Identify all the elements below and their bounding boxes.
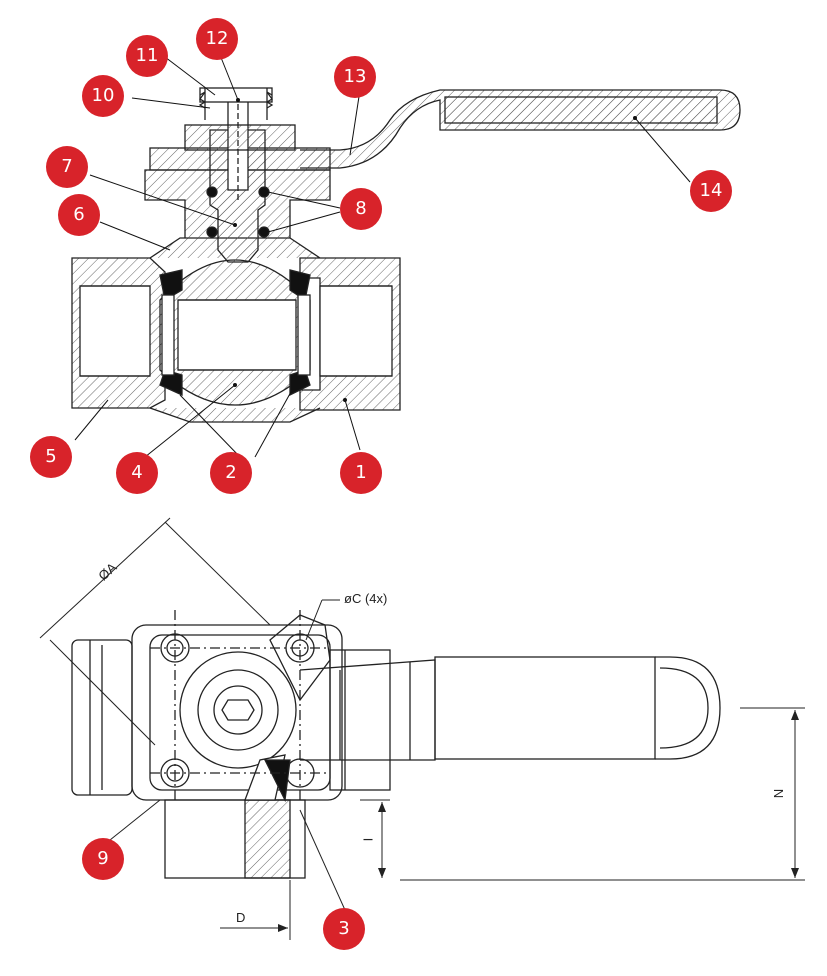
side-view	[71, 610, 721, 879]
dimension-lines	[39, 517, 805, 940]
part-bubble-6: 6	[58, 194, 100, 236]
section-view	[71, 87, 741, 423]
part-bubble-14: 14	[690, 170, 732, 212]
part-bubble-11: 11	[126, 35, 168, 77]
part-bubble-3: 3	[323, 908, 365, 950]
part-bubble-2: 2	[210, 452, 252, 494]
leader-lines-top	[74, 54, 691, 458]
part-bubble-9: 9	[82, 838, 124, 880]
dim-label-d: D	[236, 910, 246, 925]
part-bubble-13: 13	[334, 56, 376, 98]
dim-label-i: I	[360, 837, 376, 842]
part-bubble-8: 8	[340, 188, 382, 230]
dim-label-n: N	[771, 788, 787, 799]
part-bubble-1: 1	[340, 452, 382, 494]
dim-label-hole-c: øC (4x)	[344, 591, 388, 606]
part-bubble-10: 10	[82, 75, 124, 117]
part-bubble-4: 4	[116, 452, 158, 494]
part-bubble-7: 7	[46, 146, 88, 188]
part-bubble-5: 5	[30, 436, 72, 478]
part-bubble-12: 12	[196, 18, 238, 60]
